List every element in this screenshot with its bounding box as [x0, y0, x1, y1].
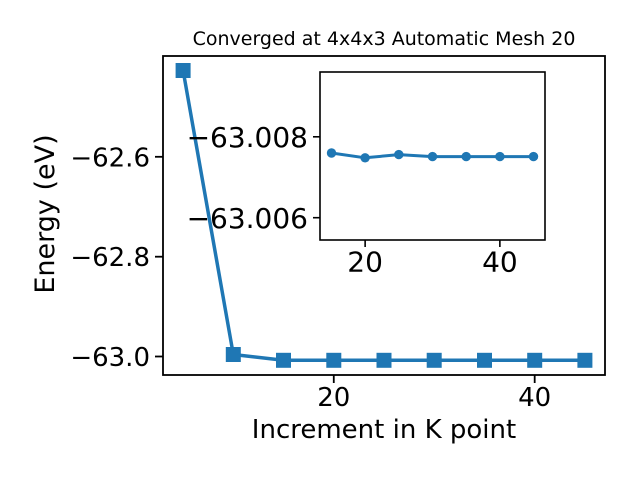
main-x-tick-label: 40	[518, 383, 551, 413]
main-x-tick-label: 20	[317, 383, 350, 413]
main-y-tick-label: −62.6	[70, 143, 150, 173]
main-marker	[577, 352, 593, 368]
inset-marker	[528, 151, 539, 162]
inset-marker	[394, 149, 404, 160]
main-marker	[276, 352, 291, 368]
inset-marker	[326, 148, 337, 158]
inset-y-tick-label: −63.008	[187, 121, 308, 154]
inset-x-tick-label: 40	[482, 245, 518, 278]
inset-axes-frame	[319, 71, 546, 241]
inset-marker	[427, 151, 438, 162]
main-marker	[527, 352, 543, 368]
main-marker	[225, 347, 241, 362]
main-marker	[376, 352, 392, 368]
inset-x-tick-label: 20	[347, 245, 383, 278]
inset-marker	[461, 151, 471, 162]
main-axes-frame	[162, 55, 606, 376]
inset-plot: 20 40 −63.008 −63.006	[187, 71, 546, 278]
inset-y-tick-label: −63.006	[187, 202, 308, 235]
main-marker	[477, 352, 492, 368]
main-marker	[426, 352, 442, 368]
main-marker	[175, 63, 191, 78]
main-plot: 20 40 −62.6 −62.8 −63.0	[70, 55, 606, 413]
inset-marker	[495, 151, 505, 162]
main-y-tick-label: −62.8	[70, 243, 150, 273]
x-axis-label: Increment in K point	[251, 415, 517, 445]
chart-title: Converged at 4x4x3 Automatic Mesh 20	[192, 28, 576, 50]
main-marker	[326, 352, 342, 368]
inset-marker	[360, 153, 370, 163]
main-y-tick-label: −63.0	[70, 343, 150, 373]
